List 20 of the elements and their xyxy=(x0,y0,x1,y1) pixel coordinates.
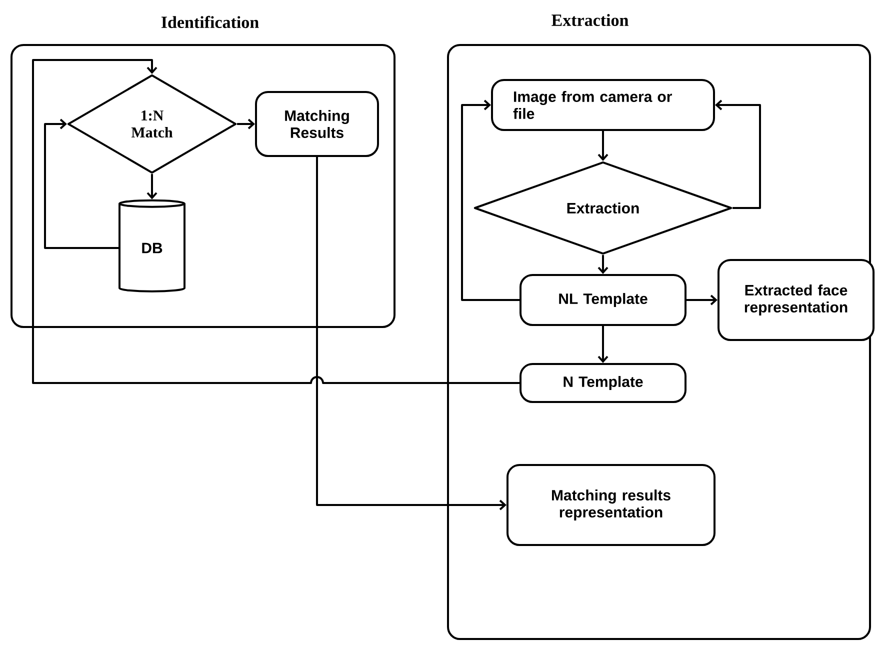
process-box: Image from camera or file xyxy=(491,79,715,131)
process-box: Matching Results xyxy=(255,91,379,157)
process-box: NL Template xyxy=(520,274,686,326)
node-label: Identification xyxy=(161,16,259,28)
arrow xyxy=(598,255,608,274)
arrow xyxy=(598,131,608,161)
arrow xyxy=(316,157,506,510)
arrow xyxy=(686,294,718,306)
arrow xyxy=(715,100,761,209)
database-cylinder: DB xyxy=(118,199,186,292)
process-box: Matching results representation xyxy=(506,464,716,546)
node-label: Extraction xyxy=(552,14,628,26)
arrow xyxy=(44,118,118,249)
process-box: N Template xyxy=(520,363,686,403)
arrow xyxy=(461,100,520,301)
arrow xyxy=(146,174,158,200)
arrow xyxy=(237,118,255,130)
arrow xyxy=(598,326,608,363)
arrow xyxy=(32,59,520,384)
process-box: Extracted face representation xyxy=(718,259,874,341)
